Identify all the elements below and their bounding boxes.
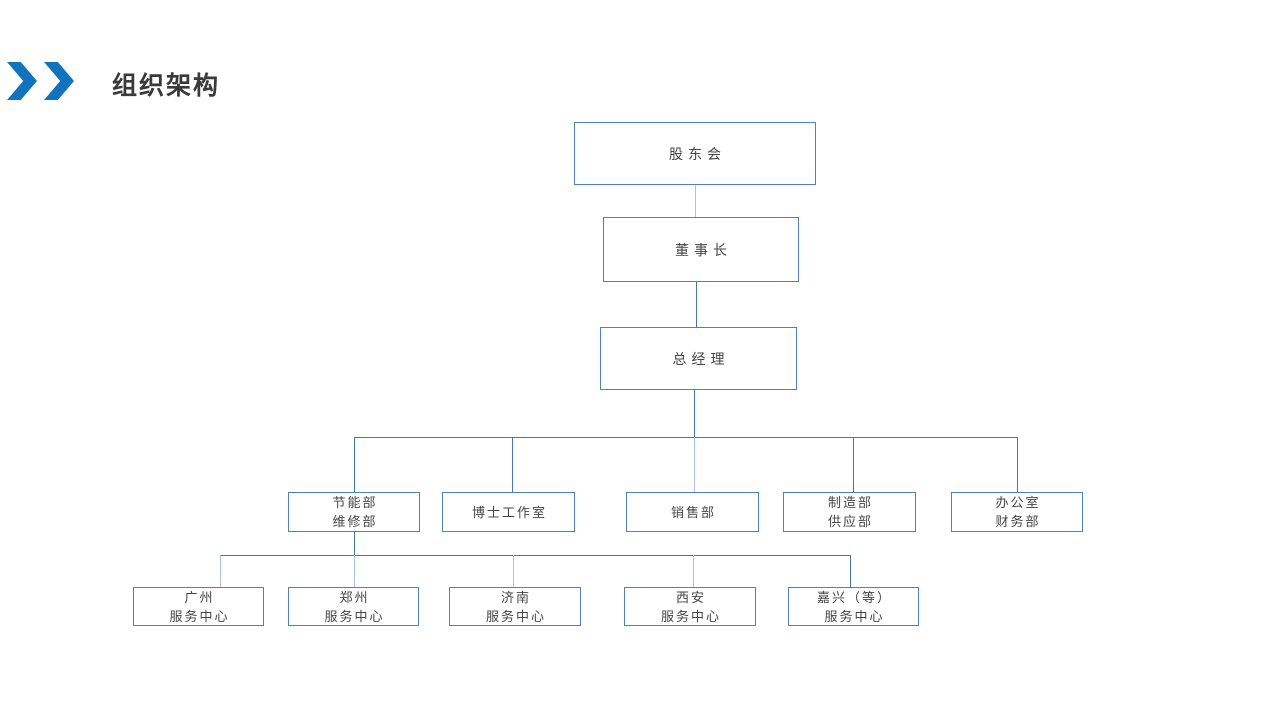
org-node-center-xian: 西安 服务中心 [624, 587, 756, 626]
connector-line [696, 282, 697, 327]
connector-line [695, 185, 696, 217]
connector-line [693, 555, 694, 587]
connector-line [220, 555, 850, 556]
chevron-right-icon [44, 62, 74, 100]
org-node-chairman: 董事长 [603, 217, 799, 282]
org-node-center-jiaxing: 嘉兴（等） 服务中心 [788, 587, 919, 626]
connector-line [694, 437, 695, 492]
org-node-dept-manufacturing-supply: 制造部 供应部 [783, 492, 916, 532]
org-node-label: 济南 [500, 589, 531, 605]
org-node-general-manager: 总经理 [600, 327, 797, 390]
org-node-dept-sales: 销售部 [626, 492, 759, 532]
org-node-label: 服务中心 [324, 608, 385, 624]
connector-line [694, 390, 695, 437]
org-node-dept-doctor-studio: 博士工作室 [442, 492, 575, 532]
org-node-label: 服务中心 [169, 608, 230, 624]
org-node-dept-office-finance: 办公室 财务部 [951, 492, 1083, 532]
connector-line [513, 555, 514, 587]
connector-line [850, 555, 851, 587]
connector-line [853, 437, 854, 492]
org-node-label: 股东会 [669, 145, 726, 162]
org-node-label: 服务中心 [660, 608, 721, 624]
org-node-label: 西安 [675, 589, 706, 605]
org-node-label: 董事长 [675, 241, 732, 258]
connector-line [354, 532, 355, 555]
connector-line [354, 555, 355, 587]
org-node-center-zhengzhou: 郑州 服务中心 [288, 587, 419, 626]
connector-line [1017, 437, 1018, 492]
org-node-label: 服务中心 [824, 608, 885, 624]
connector-line [220, 555, 221, 587]
org-node-label: 服务中心 [485, 608, 546, 624]
connector-line [354, 437, 1017, 438]
connector-line [354, 437, 355, 492]
org-node-label: 郑州 [339, 589, 370, 605]
org-node-center-jinan: 济南 服务中心 [449, 587, 581, 626]
org-node-label: 维修部 [332, 514, 378, 529]
org-node-shareholders: 股东会 [574, 122, 816, 185]
org-node-label: 制造部 [827, 495, 873, 510]
org-node-label: 财务部 [995, 514, 1041, 529]
connector-line [512, 437, 513, 492]
org-node-label: 广州 [184, 589, 215, 605]
chevron-right-icon [7, 62, 37, 100]
org-node-label: 博士工作室 [471, 504, 547, 520]
org-node-label: 总经理 [672, 350, 730, 367]
org-node-center-guangzhou: 广州 服务中心 [133, 587, 264, 626]
org-node-label: 嘉兴（等） [816, 589, 892, 605]
org-node-label: 供应部 [827, 514, 873, 529]
org-node-label: 办公室 [995, 495, 1041, 510]
org-node-label: 销售部 [670, 504, 716, 520]
org-node-label: 节能部 [332, 495, 378, 510]
page-title: 组织架构 [112, 72, 221, 100]
title-chevrons [7, 62, 74, 100]
org-node-dept-energy-maintenance: 节能部 维修部 [288, 492, 420, 532]
